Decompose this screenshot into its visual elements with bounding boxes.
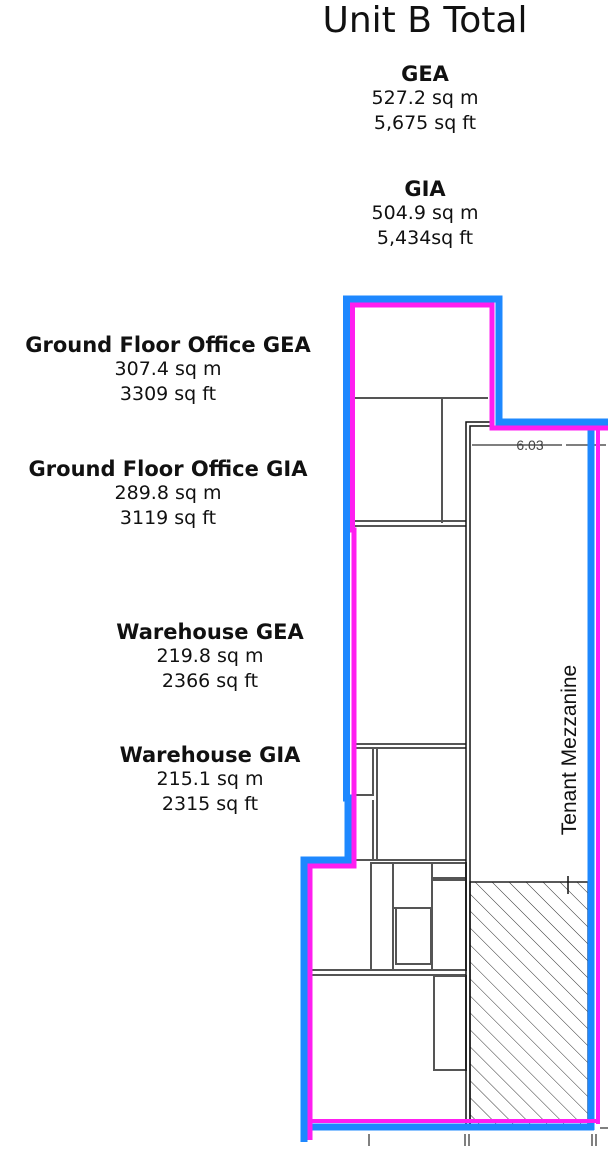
area-warehouse-gia: Warehouse GIA 215.1 sq m 2315 sq ft bbox=[80, 743, 340, 817]
area-sqm: 289.8 sq m bbox=[114, 482, 222, 504]
page-title: Unit B Total bbox=[322, 0, 528, 41]
mezzanine-wall bbox=[465, 421, 494, 1128]
area-sqft: 3119 sq ft bbox=[119, 507, 217, 529]
area-office-gea: Ground Floor Office GEA 307.4 sq m 3309 … bbox=[0, 333, 336, 407]
total-gea-sqft: 5,675 sq ft bbox=[373, 112, 477, 134]
area-label: Ground Floor Office GEA bbox=[25, 333, 311, 357]
total-gea-label: GEA bbox=[401, 62, 449, 86]
area-sqm: 307.4 sq m bbox=[114, 358, 222, 380]
total-gia-sqft: 5,434sq ft bbox=[376, 227, 474, 249]
mezzanine-label: Tenant Mezzanine bbox=[558, 665, 581, 835]
mezzanine-hatched-area bbox=[469, 881, 589, 1128]
total-gea-sqm: 527.2 sq m bbox=[371, 87, 479, 109]
total-gia-sqm: 504.9 sq m bbox=[371, 202, 479, 224]
area-label: Warehouse GEA bbox=[116, 620, 304, 644]
area-warehouse-gea: Warehouse GEA 219.8 sq m 2366 sq ft bbox=[80, 620, 340, 694]
area-sqm: 219.8 sq m bbox=[156, 645, 264, 667]
area-label: Warehouse GIA bbox=[119, 743, 301, 767]
area-sqft: 3309 sq ft bbox=[119, 383, 217, 405]
dimension-line: 6.03 bbox=[472, 437, 608, 453]
area-label: Ground Floor Office GIA bbox=[28, 457, 308, 481]
gia-outline bbox=[307, 302, 608, 1140]
area-sqft: 2366 sq ft bbox=[161, 670, 259, 692]
area-office-gia: Ground Floor Office GIA 289.8 sq m 3119 … bbox=[0, 457, 336, 531]
total-gea: GEA 527.2 sq m 5,675 sq ft bbox=[325, 62, 525, 136]
grid-ticks bbox=[368, 1127, 608, 1146]
area-sqm: 215.1 sq m bbox=[156, 768, 264, 790]
area-sqft: 2315 sq ft bbox=[161, 793, 259, 815]
total-gia-label: GIA bbox=[404, 177, 446, 201]
dimension-label: 6.03 bbox=[516, 437, 543, 453]
gea-outline bbox=[300, 295, 608, 1142]
total-gia: GIA 504.9 sq m 5,434sq ft bbox=[325, 177, 525, 251]
interior-walls bbox=[310, 397, 488, 1071]
